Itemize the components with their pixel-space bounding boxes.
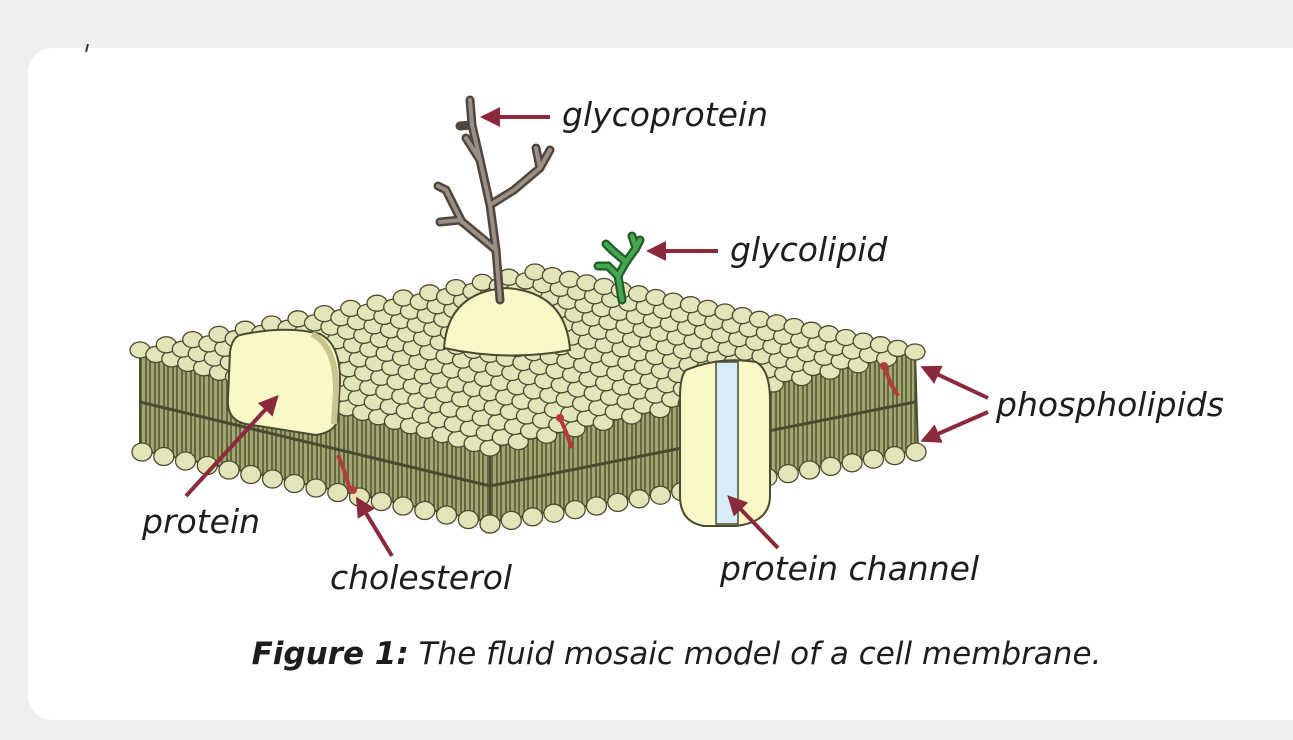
phospholipid-head xyxy=(283,473,305,494)
label-arrows xyxy=(184,107,989,558)
figure-caption: Figure 1: The fluid mosaic model of a ce… xyxy=(0,636,1293,672)
phospholipid-head xyxy=(370,491,392,512)
phospholipid-head xyxy=(905,442,927,462)
arrow-protein-channel xyxy=(727,495,780,550)
membrane-protein xyxy=(226,328,342,437)
label-protein: protein xyxy=(141,502,260,541)
phospholipid-head xyxy=(607,492,629,513)
phospholipid-head xyxy=(131,442,153,462)
caption-prefix: Figure 1: xyxy=(251,636,409,672)
arrow-cholesterol xyxy=(355,496,394,558)
phospholipid-head xyxy=(628,489,650,509)
label-cholesterol: cholesterol xyxy=(330,558,512,597)
phospholipid-head xyxy=(479,514,501,534)
phospholipid-head xyxy=(543,503,565,523)
label-phospholipids: phospholipids xyxy=(995,385,1224,424)
phospholipid-head xyxy=(261,469,284,489)
phospholipid-head xyxy=(798,460,821,480)
cholesterol-molecule xyxy=(336,362,900,494)
phospholipid-head xyxy=(457,509,479,530)
phospholipid-head xyxy=(862,449,885,469)
phospholipid-head xyxy=(153,446,175,467)
phospholipid-head xyxy=(521,507,544,527)
phospholipid-head xyxy=(435,505,458,525)
glycolipid-chain xyxy=(593,231,645,305)
phospholipid-head xyxy=(904,343,926,361)
phospholipid-head xyxy=(174,451,197,471)
phospholipid-head xyxy=(218,460,240,480)
phospholipid-head xyxy=(327,482,349,503)
caption-text: The fluid mosaic model of a cell membran… xyxy=(418,636,1102,672)
protein-channel xyxy=(679,359,771,527)
phospholipid-head xyxy=(564,499,586,520)
label-glycoprotein: glycoprotein xyxy=(562,95,768,134)
phospholipid-head xyxy=(649,485,672,505)
phospholipid-head xyxy=(240,464,262,485)
label-glycolipid: glycolipid xyxy=(730,230,888,269)
phospholipid-head xyxy=(305,478,327,498)
phospholipid-head xyxy=(392,496,414,516)
phospholipid-head xyxy=(500,510,522,531)
label-protein-channel: protein channel xyxy=(719,549,979,588)
phospholipid-head xyxy=(777,463,799,484)
phospholipid-head xyxy=(841,453,863,473)
arrow-protein xyxy=(184,395,279,498)
arrow-phospholipids-top xyxy=(920,365,989,400)
glycoprotein-dome xyxy=(442,286,572,357)
phospholipid-head xyxy=(414,500,436,521)
phospholipid-head xyxy=(884,445,906,466)
arrow-phospholipids-bottom xyxy=(920,410,989,443)
phospholipid-head xyxy=(820,456,842,477)
phospholipid-head xyxy=(585,496,608,516)
